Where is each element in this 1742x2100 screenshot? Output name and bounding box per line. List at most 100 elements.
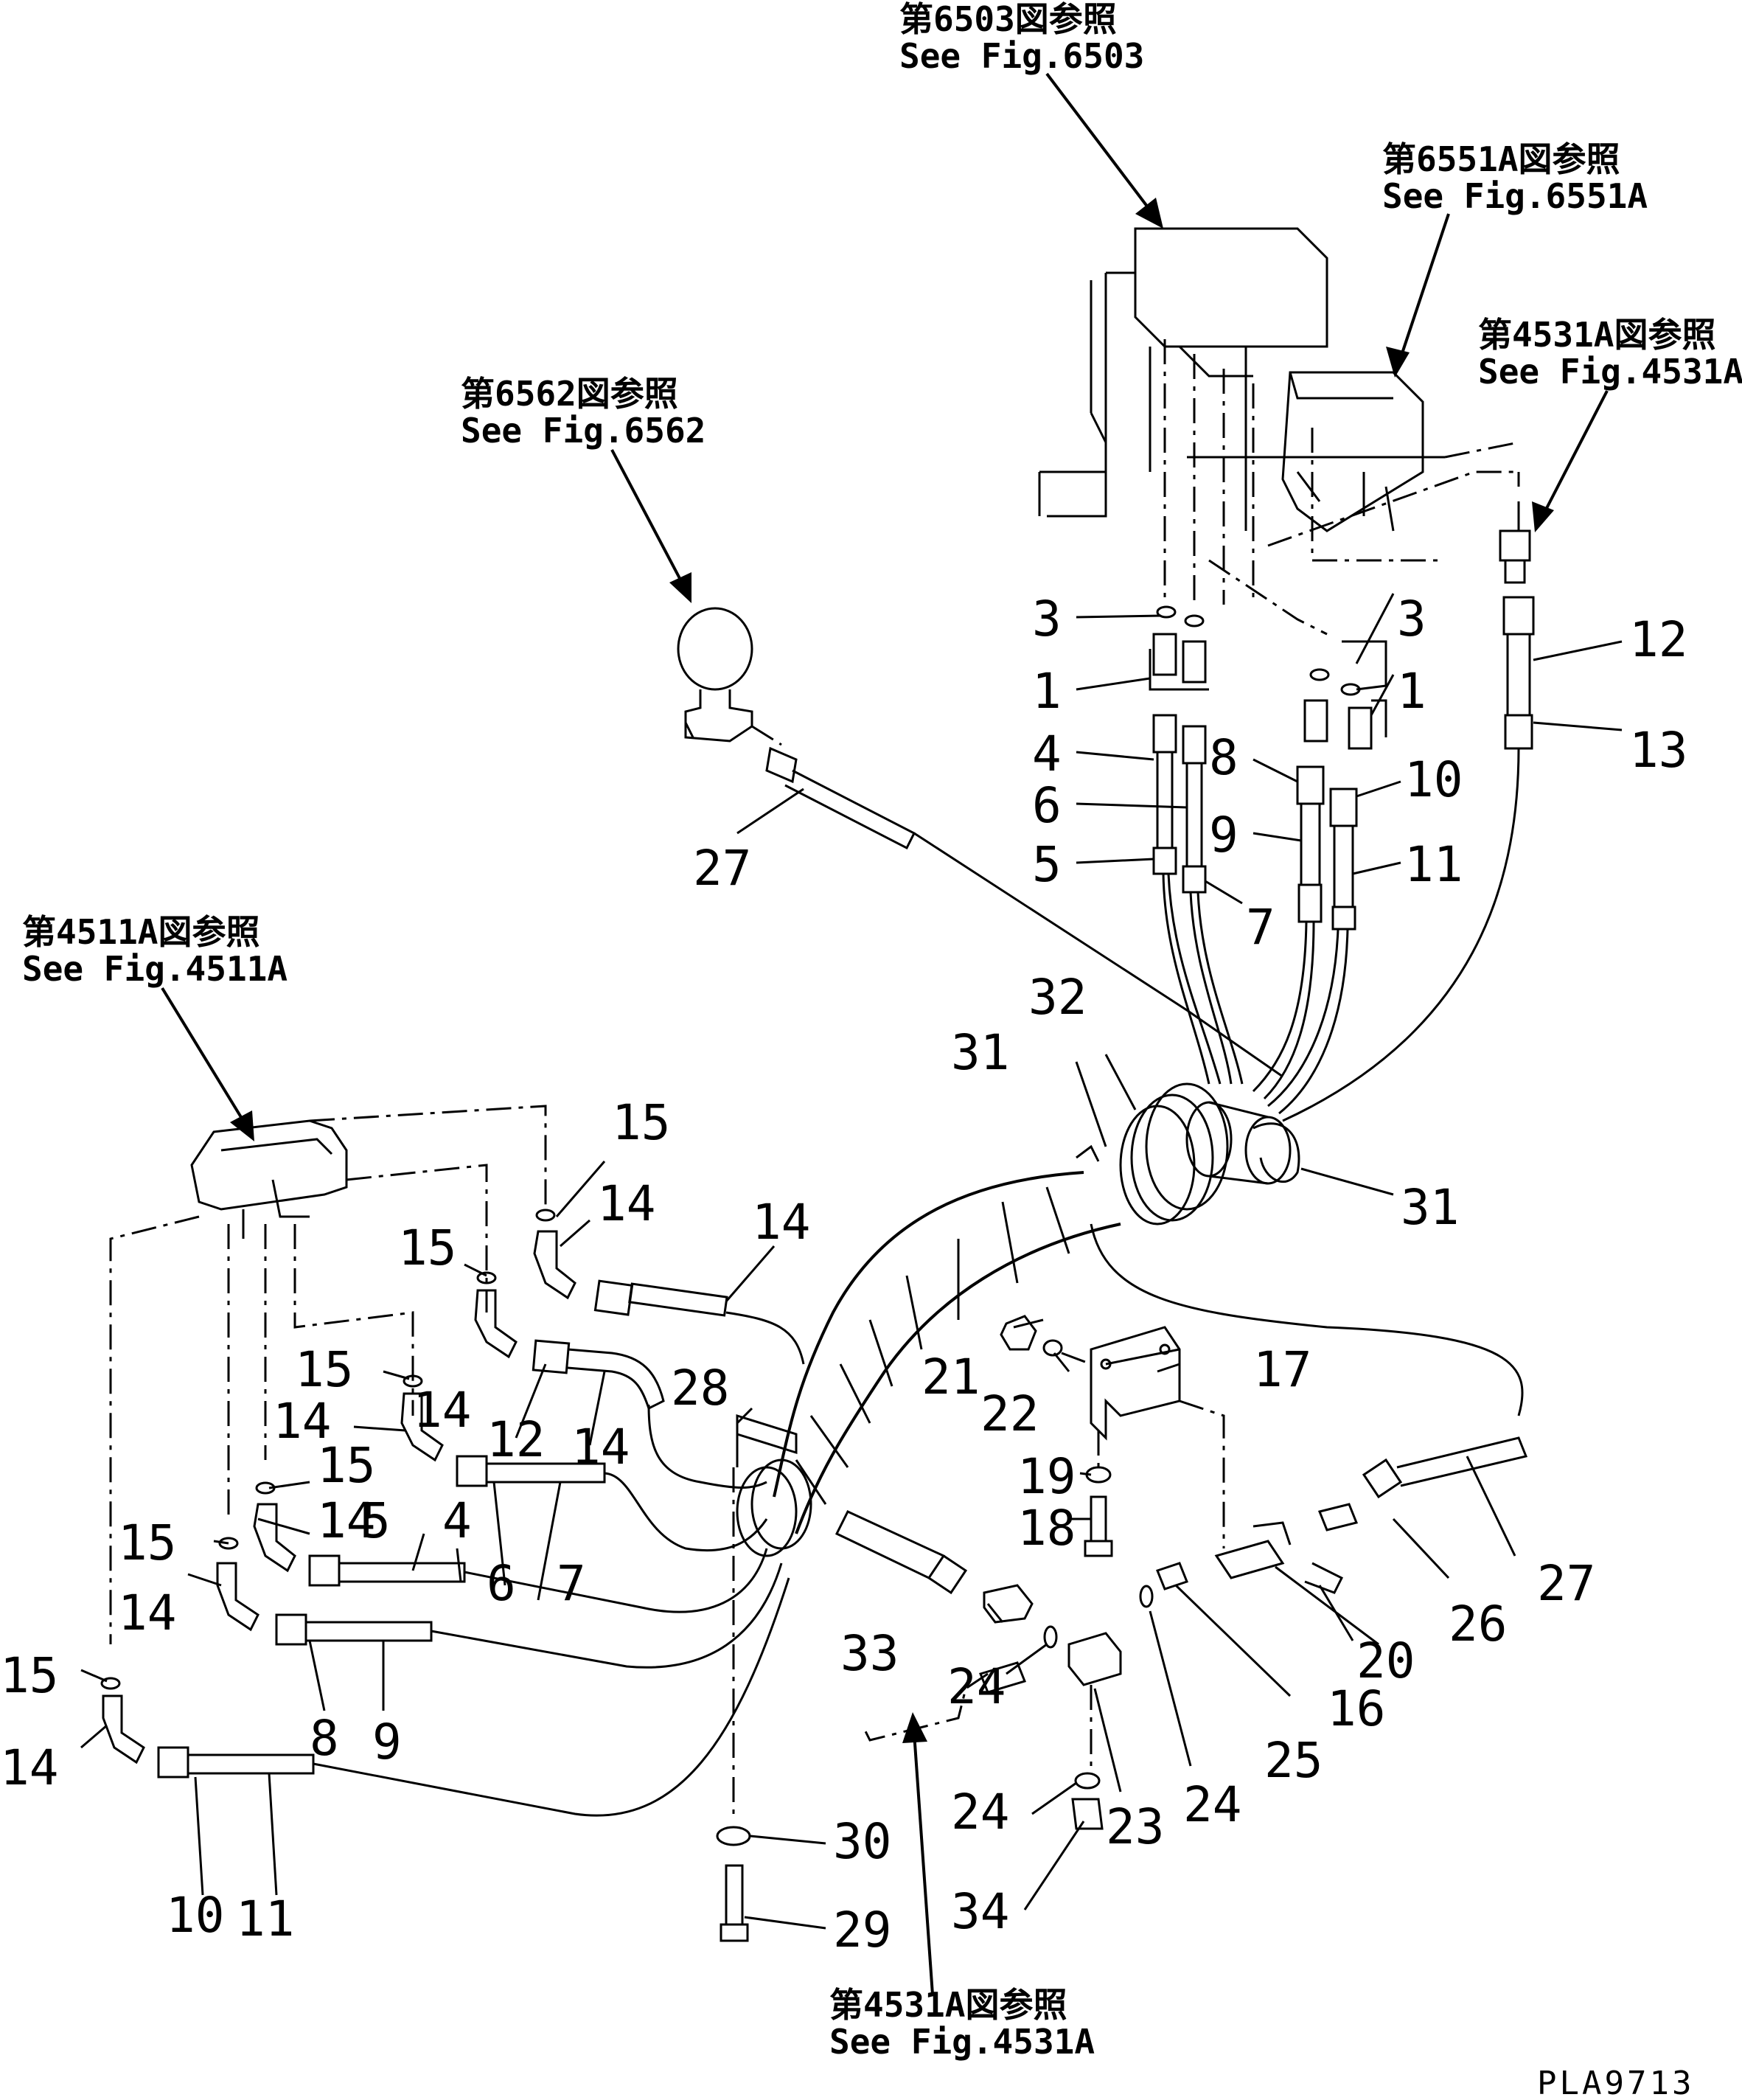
part-label-11: 12: [1629, 611, 1687, 668]
pilot-lever: [677, 607, 782, 746]
part-label-24c: 24: [951, 1784, 1009, 1840]
part-label-15b: 15: [398, 1220, 456, 1276]
part-label-1: 1: [1032, 663, 1062, 720]
ref-fig4511a: 第4511A図参照 See Fig.4511A: [22, 912, 288, 989]
hose-7-8: [1252, 765, 1325, 1100]
part-label-28: 28: [671, 1360, 729, 1416]
part-label-18: 18: [1017, 1500, 1076, 1557]
ref-fig6551a: 第6551A図参照 See Fig.6551A: [1382, 139, 1648, 216]
drawing-code: PLA9713: [1537, 2065, 1694, 2100]
part-label-33: 33: [840, 1625, 899, 1682]
hose-11-12-top: [1282, 501, 1535, 1122]
part-label-27: 27: [693, 840, 751, 897]
ref-jp-text: 第4531A図参照: [829, 1985, 1067, 2025]
part-label-13: 14: [752, 1194, 810, 1251]
ref-jp-text: 第4531A図参照: [1478, 315, 1715, 355]
part-label-17: 17: [1253, 1341, 1311, 1398]
part-label-6: 7: [1246, 899, 1275, 956]
part-label-15c: 15: [295, 1341, 353, 1398]
top-fittings-left: [1149, 605, 1209, 691]
part-label-2b: 3: [1397, 591, 1426, 647]
hose-5-6: [1182, 725, 1244, 1085]
part-label-3b: 4: [442, 1492, 472, 1549]
part-label-26: 26: [1449, 1596, 1507, 1652]
valve-block-6503: [1038, 227, 1519, 605]
hose-27-top: [765, 746, 1283, 1078]
part-label-6b: 7: [557, 1555, 586, 1612]
leader-lines: [80, 593, 1623, 1930]
part-label-12b: 14: [571, 1419, 630, 1475]
part-label-5: 6: [1032, 777, 1062, 834]
ref-en-text: See Fig.4511A: [22, 949, 288, 989]
part-label-14: 14: [597, 1175, 655, 1232]
part-label-29: 29: [833, 1902, 891, 1958]
ref-fig4531a-bottom: 第4531A図参照 See Fig.4531A: [829, 1985, 1095, 2062]
part-label-1b: 1: [1397, 663, 1426, 720]
part-label-10: 11: [1404, 836, 1463, 893]
ref-en-text: See Fig.4531A: [829, 2022, 1095, 2062]
valve-block-4511a: [109, 1105, 547, 1644]
ref-fig6562: 第6562図参照 See Fig.6562: [461, 374, 705, 451]
hose-3-4: [1152, 714, 1222, 1085]
part-label-25: 25: [1264, 1732, 1323, 1789]
part-label-11b: 12: [487, 1411, 545, 1468]
ref-jp-text: 第6503図参照: [899, 0, 1117, 39]
ref-fig4531a-top: 第4531A図参照 See Fig.4531A: [1478, 315, 1742, 392]
hose-bundle: [736, 1171, 1524, 1557]
valve-block-6551a: [1208, 371, 1520, 636]
part-label-19: 19: [1017, 1448, 1076, 1505]
part-label-34: 34: [951, 1883, 1009, 1940]
top-fittings-right: [1303, 640, 1387, 750]
ref-jp-text: 第6562図参照: [461, 374, 678, 414]
ref-jp-text: 第4511A図参照: [22, 912, 259, 952]
hose-9-10: [1267, 788, 1358, 1115]
part-label-12: 13: [1629, 722, 1687, 779]
grommet-32: [1119, 1082, 1292, 1225]
part-label-24b: 24: [947, 1658, 1006, 1715]
part-label-27b: 27: [1537, 1555, 1595, 1612]
ref-jp-text: 第6551A図参照: [1382, 139, 1620, 179]
part-label-7: 8: [1209, 729, 1238, 786]
part-label-22: 22: [980, 1385, 1039, 1442]
part-label-2: 3: [1032, 591, 1062, 647]
ref-fig6503: 第6503図参照 See Fig.6503: [899, 0, 1144, 76]
reference-arrows: [161, 72, 1609, 1995]
part-label-9b: 10: [166, 1887, 224, 1944]
part-label-31: 31: [951, 1024, 1009, 1081]
part-labels: 3 1 4 6 5 7 8 9 10 11 3 1 12 13 27 32 31…: [0, 591, 1687, 1958]
part-label-8: 9: [1209, 807, 1238, 863]
part-label-23: 23: [1106, 1798, 1164, 1855]
part-label-4: 5: [1032, 836, 1062, 893]
part-label-4b: 5: [361, 1492, 391, 1549]
part-label-3: 4: [1032, 726, 1062, 782]
ref-en-text: See Fig.6551A: [1382, 176, 1648, 216]
part-label-21: 21: [921, 1349, 980, 1405]
part-label-10b: 11: [236, 1891, 294, 1947]
part-label-15d: 15: [317, 1437, 375, 1494]
ref-en-text: See Fig.6562: [461, 411, 705, 451]
part-label-32: 32: [1028, 969, 1087, 1026]
part-label-15e: 15: [118, 1515, 176, 1571]
clamp-31: [1076, 1122, 1300, 1183]
part-label-14c: 14: [273, 1393, 331, 1450]
part-label-14e: 14: [118, 1585, 176, 1641]
part-label-30: 30: [833, 1813, 891, 1870]
left-hoses: [100, 1209, 805, 1817]
part-label-20: 20: [1356, 1633, 1415, 1689]
part-label-14d: 14: [317, 1492, 375, 1549]
part-label-24: 24: [1183, 1776, 1241, 1833]
part-label-7b: 8: [310, 1710, 339, 1767]
part-label-31b: 31: [1401, 1179, 1459, 1236]
ref-en-text: See Fig.4531A: [1478, 352, 1742, 392]
part-label-5b: 6: [487, 1555, 516, 1612]
part-label-14f: 14: [0, 1739, 58, 1796]
part-label-9: 10: [1404, 751, 1463, 808]
part-label-15f: 15: [0, 1647, 58, 1704]
part-label-8b: 9: [372, 1714, 402, 1770]
part-label-15: 15: [612, 1094, 670, 1151]
ref-en-text: See Fig.6503: [899, 36, 1144, 76]
part-label-16: 16: [1327, 1680, 1385, 1737]
part-label-14b: 14: [413, 1382, 471, 1439]
